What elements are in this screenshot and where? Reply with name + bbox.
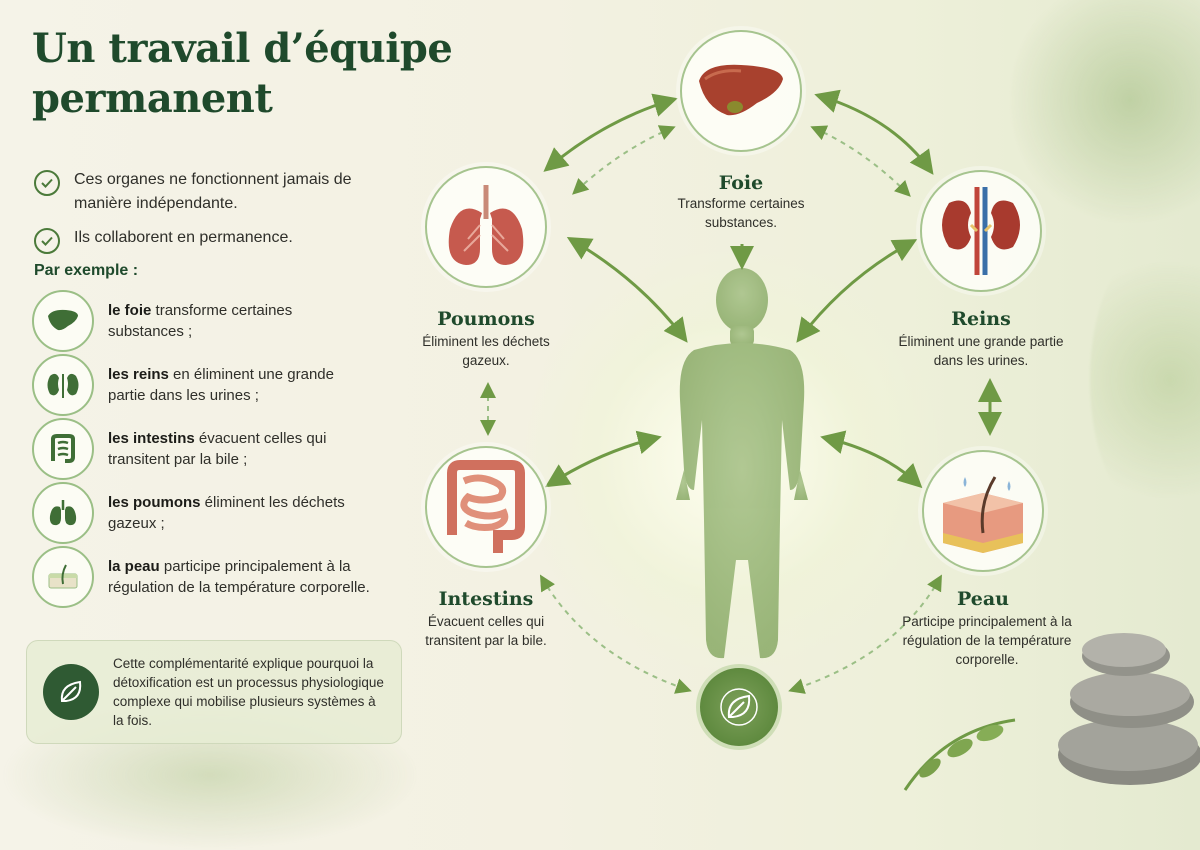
liver-icon [699, 64, 783, 116]
center-leaf-circle [696, 664, 782, 750]
example-rest: éliminent les déchets gazeux ; [108, 494, 345, 532]
diagram-arrows [480, 89, 1002, 694]
example-rest: transforme certaines substances ; [108, 302, 293, 340]
organ-desc-peau: Participe principalement à la régulation… [902, 614, 1072, 667]
leaf-icon [720, 688, 758, 726]
example-liver: le foie transforme certaines substances … [32, 290, 372, 352]
check-icon [34, 228, 60, 254]
organ-name-foie: Foie [718, 172, 764, 194]
organ-name-intestins: Intestins [438, 588, 534, 610]
example-rest: évacuent celles qui transitent par la bi… [108, 430, 327, 468]
intestines-icon [32, 418, 94, 480]
organ-circle-foie [680, 30, 802, 152]
example-bold: le foie [108, 302, 152, 319]
organ-desc-foie: Transforme certaines substances. [677, 196, 805, 230]
organ-circle-poumons [425, 166, 547, 288]
human-silhouette [676, 268, 808, 659]
skin-icon [943, 476, 1023, 553]
page-title: Un travail d’équipe permanent [32, 25, 453, 122]
example-intestines: les intestins évacuent celles qui transi… [32, 418, 372, 480]
leaf-icon [43, 664, 99, 720]
point-2: Ils collaborent en permanence. [34, 226, 394, 254]
example-kidneys: les reins en éliminent une grande partie… [32, 354, 372, 416]
check-icon [34, 170, 60, 196]
example-bold: les reins [108, 366, 169, 383]
note-text: Cette complémentarité explique pourquoi … [113, 656, 384, 728]
intestines-icon [447, 460, 525, 553]
point-1: Ces organes ne fonctionnent jamais de ma… [34, 168, 394, 216]
note-box: Cette complémentarité explique pourquoi … [26, 640, 402, 744]
organ-circle-reins [920, 170, 1042, 292]
organ-name-peau: Peau [957, 588, 1009, 610]
lungs-icon [448, 185, 524, 265]
example-bold: les poumons [108, 494, 201, 511]
organ-circle-intestins [425, 446, 547, 568]
stones-decoration [903, 633, 1200, 791]
organ-name-poumons: Poumons [437, 308, 535, 330]
point-text: Ces organes ne fonctionnent jamais de ma… [74, 171, 352, 212]
skin-icon [32, 546, 94, 608]
lungs-icon [32, 482, 94, 544]
example-rest: participe principalement à la régulation… [108, 558, 370, 596]
example-lungs: les poumons éliminent les déchets gazeux… [32, 482, 372, 544]
point-text: Ils collaborent en permanence. [74, 229, 293, 246]
example-skin: la peau participe principalement à la ré… [32, 546, 372, 608]
example-bold: la peau [108, 558, 160, 575]
example-rest: en éliminent une grande partie dans les … [108, 366, 334, 404]
kidneys-icon [32, 354, 94, 416]
kidneys-icon [942, 187, 1020, 275]
organ-desc-reins: Éliminent une grande partie dans les uri… [898, 334, 1064, 368]
organ-name-reins: Reins [951, 308, 1011, 330]
example-bold: les intestins [108, 430, 195, 447]
liver-icon [32, 290, 94, 352]
examples-label: Par exemple : [34, 262, 139, 279]
organ-circle-peau [922, 450, 1044, 572]
organ-desc-poumons: Éliminent les déchets gazeux. [422, 334, 550, 368]
organ-desc-intestins: Évacuent celles qui transitent par la bi… [425, 614, 547, 648]
